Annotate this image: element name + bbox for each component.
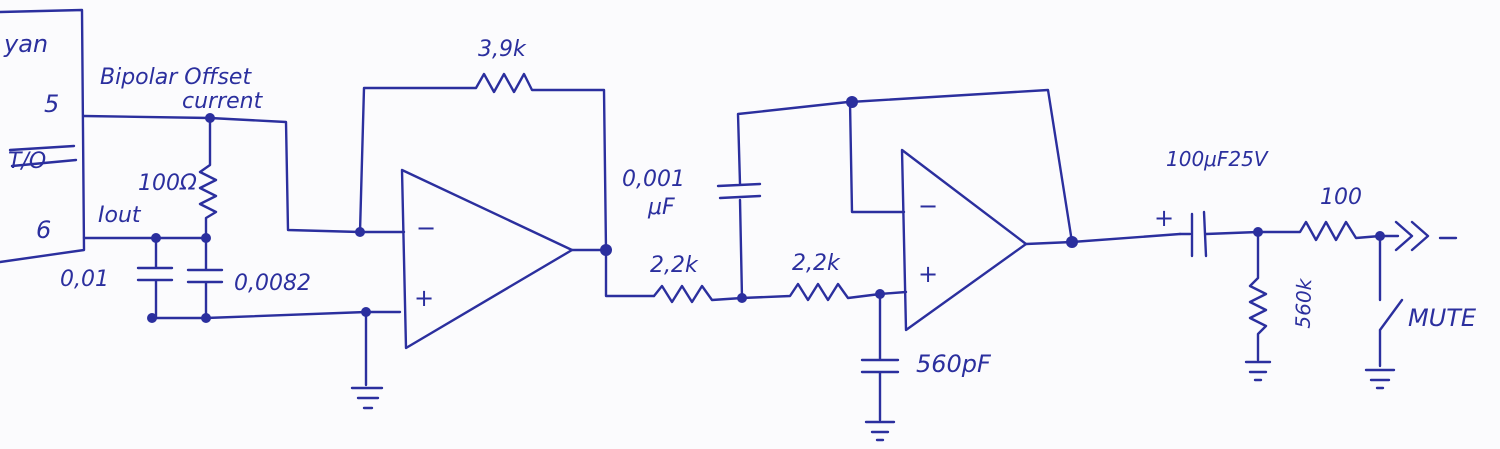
output-arrow-icon <box>1378 220 1458 252</box>
opamp-2 <box>900 148 1028 332</box>
label-c-560pf: 560pF <box>916 350 992 378</box>
junction-dot <box>600 244 612 256</box>
capacitor-560pf <box>860 292 900 442</box>
strikethrough-scribble <box>8 144 78 168</box>
resistor-2k2-a <box>652 284 744 304</box>
wire-noninverting <box>150 310 402 320</box>
label-r-100ohm: 100Ω <box>138 171 197 196</box>
opamp1-minus: − <box>416 214 436 242</box>
opamp2-plus: + <box>918 260 938 288</box>
junction-dots <box>147 96 1385 323</box>
label-r-3k9: 3,9k <box>478 37 527 62</box>
junction-dot <box>151 233 161 243</box>
wire-pin5-to-inverting <box>82 114 362 234</box>
label-c-0001-unit: μF <box>647 195 675 220</box>
junction-dot <box>1066 236 1078 248</box>
label-c-0001: 0,001 <box>622 167 685 192</box>
opamp2-minus: − <box>918 192 938 220</box>
label-c-100uf: 100μF25V <box>1166 147 1269 171</box>
junction-dot <box>201 313 211 323</box>
label-r-2k2-a: 2,2k <box>650 253 699 278</box>
dac-chip: yan 5 T/O 6 <box>0 8 86 264</box>
label-r-100-out: 100 <box>1320 185 1362 210</box>
junction-dot <box>846 96 858 108</box>
junction-dot <box>1253 227 1263 237</box>
capacitor-001 <box>136 236 174 320</box>
cap-plus-sign: + <box>1154 204 1174 232</box>
label-mute: MUTE <box>1408 304 1477 332</box>
junction-dot <box>147 313 157 323</box>
junction-dot <box>737 293 747 303</box>
capacitor-0082 <box>186 236 224 320</box>
wire-opamp2-out <box>1024 232 1182 246</box>
mute-switch <box>1364 234 1404 390</box>
label-r-2k2-b: 2,2k <box>792 251 841 276</box>
junction-dot <box>205 113 215 123</box>
chip-pin-struck: T/O <box>8 149 46 174</box>
chip-name: yan <box>3 30 48 58</box>
resistor-100ohm <box>198 116 218 240</box>
label-c-0082: 0,0082 <box>234 271 311 296</box>
resistor-100-out <box>1256 220 1382 242</box>
resistor-2k2-b <box>740 282 882 302</box>
junction-dot <box>1375 231 1385 241</box>
opamp-1 <box>400 168 574 350</box>
label-iout: Iout <box>98 203 142 228</box>
capacitor-100uf <box>1178 210 1260 258</box>
junction-dot <box>355 227 365 237</box>
opamp1-plus: + <box>414 284 434 312</box>
junction-dot <box>361 307 371 317</box>
chip-pin5: 5 <box>44 90 59 118</box>
resistor-560k <box>1244 230 1272 382</box>
label-c-001: 0,01 <box>60 267 109 292</box>
chip-pin6: 6 <box>36 216 51 244</box>
ground-opamp1 <box>350 310 384 410</box>
label-r-560k: 560k <box>1291 277 1317 329</box>
resistor-3k9-feedback <box>358 72 608 252</box>
junction-dot <box>201 233 211 243</box>
capacitor-0001uf <box>716 100 850 300</box>
wire-opamp1-out <box>570 248 656 298</box>
label-bipolar-current: current <box>182 89 264 114</box>
wire-opamp2-feedback <box>848 88 1074 244</box>
label-bipolar-offset: Bipolar Offset <box>100 65 252 90</box>
junction-dot <box>875 289 885 299</box>
